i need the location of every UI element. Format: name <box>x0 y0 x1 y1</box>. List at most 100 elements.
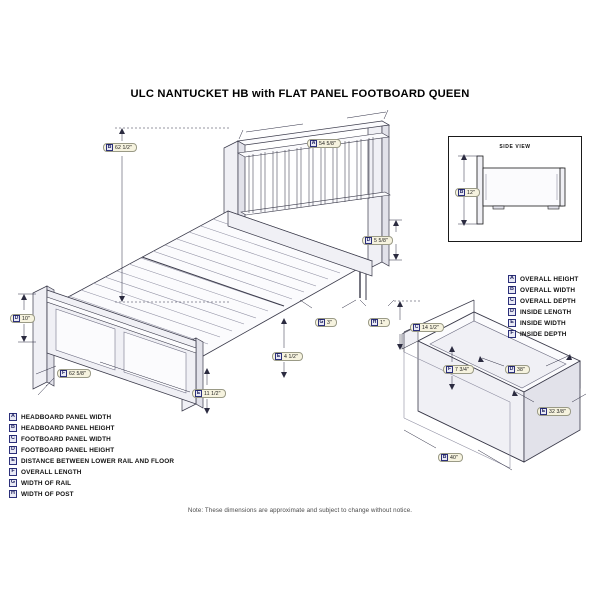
legend-item-c: C OVERALL DEPTH <box>508 296 578 306</box>
callout-badge-e: E <box>195 390 202 397</box>
legend-item-b: B HEADBOARD PANEL HEIGHT <box>9 423 174 433</box>
callout-value: 38" <box>517 366 525 373</box>
legend-label: DISTANCE BETWEEN LOWER RAIL AND FLOOR <box>21 457 175 465</box>
callout-badge-a: A <box>310 140 317 147</box>
legend-label: OVERALL LENGTH <box>21 468 82 476</box>
dimension-lines-main <box>18 109 402 414</box>
legend-label: INSIDE DEPTH <box>520 330 567 338</box>
callout-value: 62 1/2" <box>115 144 132 151</box>
callout-badge-e: E <box>540 408 547 415</box>
legend-label: FOOTBOARD PANEL WIDTH <box>21 435 111 443</box>
legend-label: OVERALL DEPTH <box>520 297 576 305</box>
side-view-drawing <box>458 154 566 226</box>
legend-label: WIDTH OF POST <box>21 490 74 498</box>
legend-label: INSIDE LENGTH <box>520 308 572 316</box>
callout-value: 54 5/8" <box>319 140 336 147</box>
legend-label: FOOTBOARD PANEL HEIGHT <box>21 446 115 454</box>
legend-badge-e: E <box>508 319 516 328</box>
legend-item-h: H WIDTH OF POST <box>9 489 174 499</box>
legend-item-g: G WIDTH OF RAIL <box>9 478 174 488</box>
legend-item-c: C FOOTBOARD PANEL WIDTH <box>9 434 174 444</box>
callout-badge-f: F <box>60 370 67 377</box>
legend-badge-f: F <box>9 468 17 477</box>
callout-value: 10" <box>22 315 30 322</box>
footboard-panel <box>32 285 204 412</box>
legend-label: WIDTH OF RAIL <box>21 479 72 487</box>
side-rail-right <box>227 210 373 277</box>
disclaimer-note: Note: These dimensions are approximate a… <box>187 507 413 514</box>
callout-badge-d: D <box>365 237 372 244</box>
legend-item-e: E DISTANCE BETWEEN LOWER RAIL AND FLOOR <box>9 456 174 466</box>
page-title: ULC NANTUCKET HB with FLAT PANEL FOOTBOA… <box>130 88 470 100</box>
callout-value: 5 5/8" <box>374 237 388 244</box>
legend-badge-b: B <box>9 424 17 433</box>
bed-legs <box>359 272 367 300</box>
callout-value: 1" <box>380 319 385 326</box>
side-view-label: SIDE VIEW <box>499 144 531 150</box>
legend-label: OVERALL HEIGHT <box>520 275 579 283</box>
legend-item-f: F INSIDE DEPTH <box>508 329 578 339</box>
legend-bed-dimensions: A HEADBOARD PANEL WIDTH B HEADBOARD PANEL H… <box>9 412 174 500</box>
callout-value: 62 5/8" <box>69 370 86 377</box>
legend-badge-b: B <box>508 286 516 295</box>
legend-item-f: F OVERALL LENGTH <box>9 467 174 477</box>
callout-value: 40" <box>450 454 458 461</box>
legend-label: HEADBOARD PANEL HEIGHT <box>21 424 115 432</box>
callout-badge-f: F <box>446 366 453 373</box>
callout-badge-d: D <box>508 366 515 373</box>
callout-value: 12" <box>467 189 475 196</box>
dimension-lines-footboard <box>394 300 587 471</box>
callout-badge-b: B <box>106 144 113 151</box>
legend-item-e: E INSIDE WIDTH <box>508 318 578 328</box>
callout-badge-g: G <box>318 319 325 326</box>
callout-badge-c: C <box>413 324 420 331</box>
legend-badge-f: F <box>508 330 516 339</box>
callout-value: 14 1/2" <box>422 324 439 331</box>
callout-value: 7 3/4" <box>455 366 469 373</box>
legend-item-d: D FOOTBOARD PANEL HEIGHT <box>9 445 174 455</box>
legend-badge-a: A <box>9 413 17 422</box>
callout-badge-b: B <box>441 454 448 461</box>
legend-label: HEADBOARD PANEL WIDTH <box>21 413 112 421</box>
legend-badge-d: D <box>508 308 516 317</box>
legend-badge-e: E <box>9 457 17 466</box>
legend-badge-a: A <box>508 275 516 284</box>
legend-badge-h: H <box>9 490 17 499</box>
callout-badge-e: E <box>275 353 282 360</box>
callout-value: 32 3/8" <box>549 408 566 415</box>
callout-badge-d: D <box>13 315 20 322</box>
legend-badge-d: D <box>9 446 17 455</box>
legend-badge-c: C <box>508 297 516 306</box>
headboard-assembly <box>223 120 391 308</box>
legend-item-a: A OVERALL HEIGHT <box>508 274 578 284</box>
callout-badge-b: B <box>458 189 465 196</box>
legend-item-d: D INSIDE LENGTH <box>508 307 578 317</box>
legend-label: INSIDE WIDTH <box>520 319 566 327</box>
legend-badge-c: C <box>9 435 17 444</box>
callout-value: 3" <box>327 319 332 326</box>
callout-value: 11 1/2" <box>204 390 221 397</box>
legend-item-a: A HEADBOARD PANEL WIDTH <box>9 412 174 422</box>
callout-badge-h: H <box>371 319 378 326</box>
legend-badge-g: G <box>9 479 17 488</box>
callout-value: 4 1/2" <box>284 353 298 360</box>
